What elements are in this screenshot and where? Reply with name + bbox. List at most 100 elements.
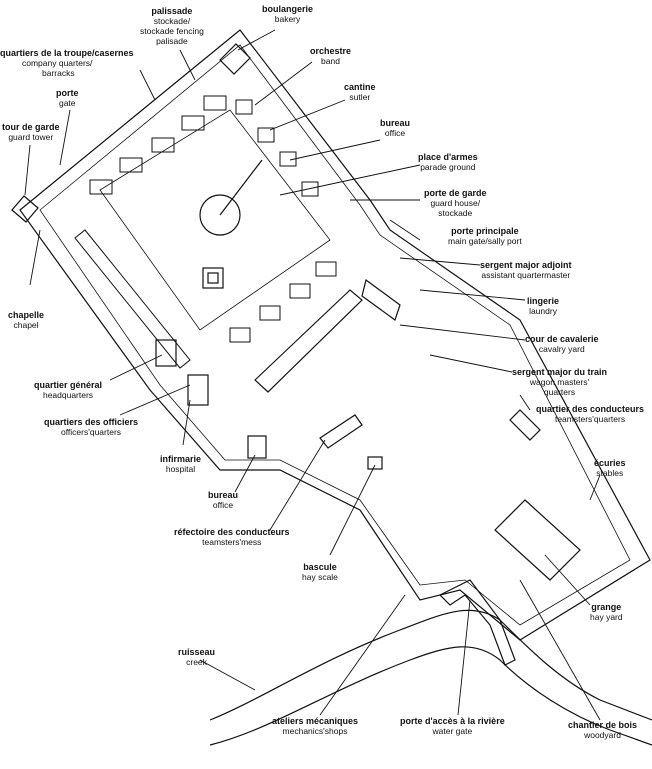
- hay-yard: [494, 499, 581, 581]
- headquarters-en: headquarters: [42, 390, 94, 400]
- guard-house-en2: stockade: [438, 208, 473, 218]
- palisade-en3: palisade: [156, 36, 188, 46]
- guard-tower-shape: [11, 195, 39, 223]
- hay-yard-fr: grange: [591, 602, 622, 612]
- officer-row: [74, 229, 191, 369]
- teamsters-quarters-fr: quartier des conducteurs: [536, 404, 645, 414]
- gate-fr: porte: [56, 88, 79, 98]
- hay-scale: [367, 456, 383, 470]
- creek-lower: [209, 646, 652, 746]
- bakery-shape: [219, 43, 251, 75]
- monument-inner: [207, 272, 219, 284]
- company-quarters-en2: barracks: [42, 68, 75, 78]
- company-quarters-fr: quartiers de la troupe/casernes: [0, 48, 134, 58]
- stables-en: stables: [596, 468, 624, 478]
- woodyard-en: woodyard: [584, 730, 621, 740]
- band-en: band: [321, 56, 340, 66]
- parade-ground-fr: place d'armes: [418, 152, 478, 162]
- officers-quarters-fr: quartiers des officiers: [44, 417, 139, 427]
- band-fr: orchestre: [310, 46, 352, 56]
- main-gate-fr: porte principale: [451, 226, 519, 236]
- chapel-fr: chapelle: [8, 310, 45, 320]
- wagon-masters-en2: quarters: [543, 387, 576, 397]
- main-gate-en: main gate/sally port: [448, 236, 522, 246]
- hay-yard-en: hay yard: [590, 612, 623, 622]
- laundry-fr: lingerie: [527, 296, 560, 306]
- gate-en: gate: [58, 98, 76, 108]
- right-buildings: [229, 99, 337, 343]
- hq-building: [155, 339, 177, 367]
- laundry-en: laundry: [529, 306, 557, 316]
- hospital-building: [187, 374, 209, 406]
- creek-en: creek: [186, 657, 207, 667]
- guard-house-en1: guard house/: [430, 198, 481, 208]
- teamsters-mess-fr: réfectoire des conducteurs: [174, 527, 290, 537]
- teamsters-mess-en: teamsters'mess: [202, 537, 262, 547]
- office-bottom-en: office: [212, 500, 234, 510]
- assistant-quartermaster-fr: sergent major adjoint: [480, 260, 572, 270]
- office-bottom-fr: bureau: [208, 490, 239, 500]
- palisade-en1: stockade/: [153, 16, 191, 26]
- mechanics-shops-fr: ateliers mécaniques: [272, 716, 359, 726]
- creek-fr: ruisseau: [178, 647, 216, 657]
- wagon-masters-en1: wagon masters': [529, 377, 590, 387]
- chapel-en: chapel: [13, 320, 39, 330]
- teamsters-quarters: [509, 409, 541, 441]
- mess-building: [319, 414, 363, 449]
- office-top-en: office: [384, 128, 406, 138]
- water-gate-en: water gate: [432, 726, 473, 736]
- flagpole-circle: [199, 194, 241, 236]
- mechanics-shops-en: mechanics'shops: [282, 726, 348, 736]
- parade-ground: [99, 109, 331, 331]
- bakery-en: bakery: [274, 14, 301, 24]
- hospital-fr: infirmarie: [160, 454, 202, 464]
- headquarters-fr: quartier général: [34, 380, 103, 390]
- monument: [202, 267, 224, 289]
- creek-upper: [209, 609, 652, 721]
- barracks-row: [89, 95, 227, 195]
- woodyard-fr: chantier de bois: [568, 720, 638, 730]
- parade-ground-en: parade ground: [420, 162, 476, 172]
- company-quarters-en1: company quarters/: [22, 58, 93, 68]
- long-building: [254, 289, 363, 393]
- palisade-en2: stockade fencing: [140, 26, 204, 36]
- hay-scale-fr: bascule: [303, 562, 337, 572]
- stables-fr: écuries: [594, 458, 626, 468]
- flagpole: [219, 159, 263, 216]
- teamsters-quarters-en: teamsters'quarters: [554, 414, 626, 424]
- guard-house-fr: porte de garde: [424, 188, 487, 198]
- assistant-quartermaster-en: assistant quartermaster: [481, 270, 571, 280]
- office-top-fr: bureau: [380, 118, 411, 128]
- cavalry-yard-en: cavalry yard: [538, 344, 585, 354]
- guard-tower-en: guard tower: [8, 132, 54, 142]
